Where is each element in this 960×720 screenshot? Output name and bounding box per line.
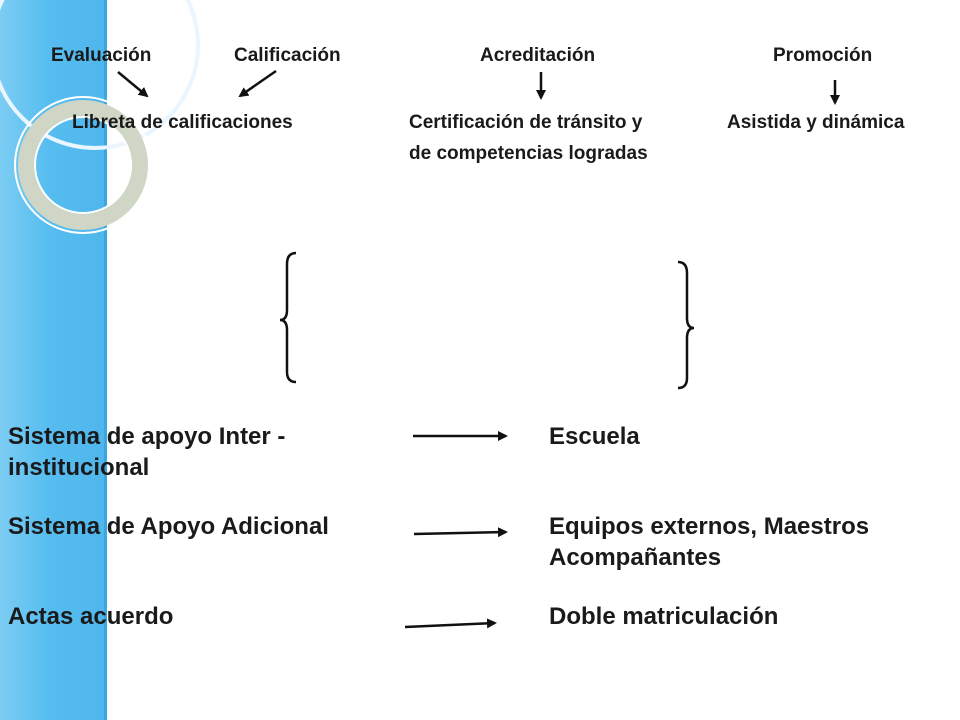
arrow-relation-2	[413, 527, 508, 538]
acreditacion-label: Acreditación	[480, 45, 596, 66]
relation-left-3: Actas acuerdo	[8, 603, 174, 630]
arrow-evaluacion-libreta	[117, 71, 149, 98]
relation-right-3: Doble matriculación	[549, 603, 779, 630]
evaluacion-label: Evaluación	[51, 45, 152, 66]
relation-right-1: Escuela	[549, 423, 640, 450]
decorative-ring-inner	[34, 116, 132, 214]
promocion-label: Promoción	[773, 45, 873, 66]
calificacion-label: Calificación	[234, 45, 341, 66]
certificacion-label-line1: Certificación de tránsito y	[409, 112, 643, 133]
arrow-relation-3	[404, 618, 497, 629]
sidebar-edge	[104, 0, 107, 720]
relation-left-1-cont: institucional	[8, 454, 150, 481]
relation-right-2: Equipos externos, Maestros	[549, 513, 870, 540]
decorative-ring-outline	[14, 96, 152, 234]
relation-right-2-cont: Acompañantes	[549, 544, 722, 571]
certificacion-label-line2: de competencias logradas	[409, 143, 648, 164]
relation-left-2: Sistema de Apoyo Adicional	[8, 513, 329, 540]
libreta-label: Libreta de calificaciones	[72, 112, 293, 133]
asistida-label: Asistida y dinámica	[727, 112, 905, 133]
left-brace	[279, 251, 297, 384]
arrow-calificacion-libreta	[238, 69, 277, 98]
right-brace	[677, 260, 695, 390]
relation-left-1: Sistema de apoyo Inter -	[8, 423, 286, 450]
